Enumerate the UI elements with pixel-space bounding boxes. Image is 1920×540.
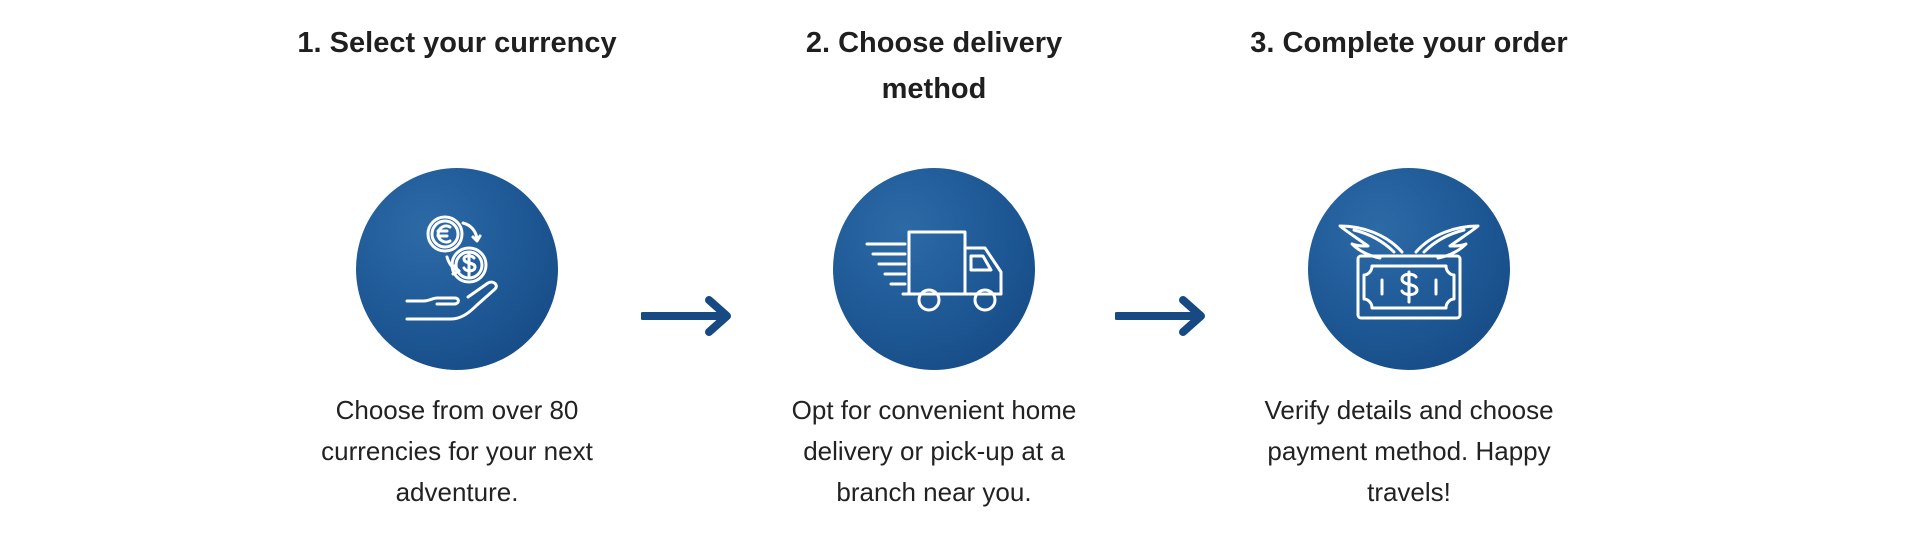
step-3-title: 3. Complete your order [1250, 27, 1568, 59]
right-arrow-icon [641, 296, 731, 336]
winged-banknote-icon [1338, 224, 1480, 320]
step-2-icon-circle [833, 168, 1035, 370]
step-1-title: 1. Select your currency [297, 27, 617, 59]
step-2: 2. Choose delivery method Op [774, 20, 1094, 513]
step-3: 3. Complete your order Verify details an… [1249, 20, 1569, 513]
step-3-description: Verify details and choose payment method… [1264, 395, 1554, 507]
step-1-icon-circle [356, 168, 558, 370]
step-2-description: Opt for convenient home delivery or pick… [791, 395, 1077, 507]
step-1: 1. Select your currency [297, 20, 617, 513]
delivery-truck-icon [865, 230, 1003, 312]
step-3-icon-circle [1308, 168, 1510, 370]
currency-exchange-hand-icon [405, 215, 498, 321]
step-2-title: 2. Choose delivery method [805, 27, 1063, 105]
right-arrow-icon [1115, 296, 1205, 336]
step-1-description: Choose from over 80 currencies for your … [321, 395, 593, 507]
